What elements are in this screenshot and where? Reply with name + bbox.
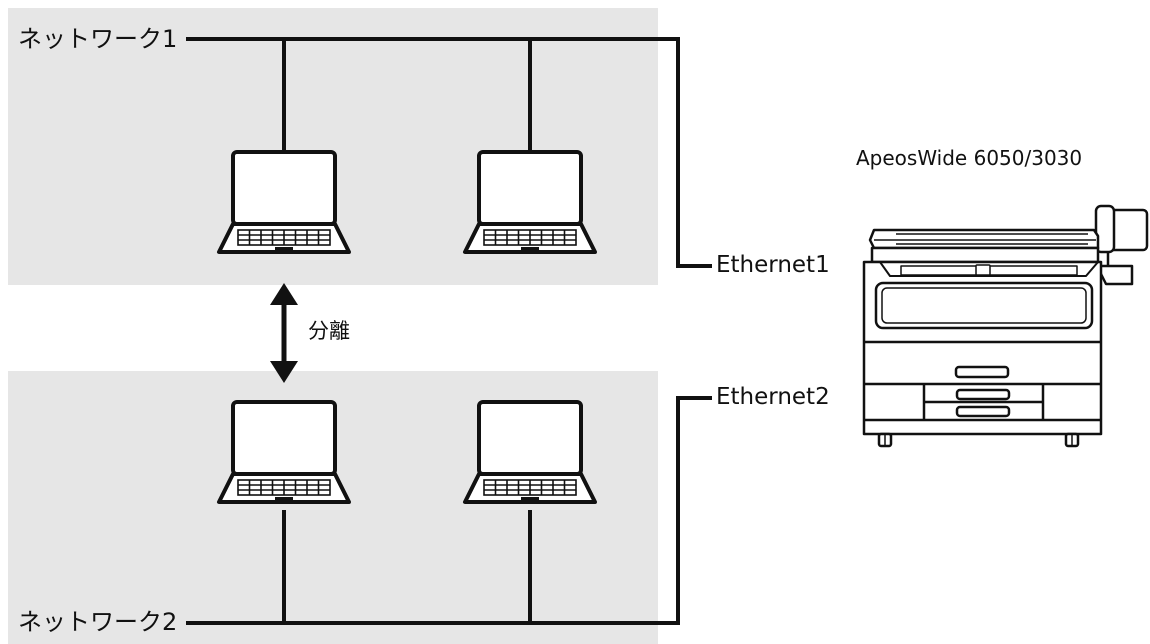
laptop-icon xyxy=(217,150,351,254)
ethernet2-label: Ethernet2 xyxy=(714,384,832,410)
separation-arrow-icon xyxy=(270,283,298,383)
network1-cabling xyxy=(186,37,712,268)
ethernet2-cable xyxy=(676,396,712,623)
network2-cabling xyxy=(186,396,712,625)
laptop-icon xyxy=(217,400,351,504)
laptop-icon xyxy=(463,400,597,504)
laptop-icon xyxy=(463,150,597,254)
ethernet1-cable xyxy=(676,39,712,268)
network2-label: ネットワーク2 xyxy=(18,610,182,634)
printer-icon xyxy=(862,204,1149,448)
separation-label: 分離 xyxy=(308,319,350,343)
device-model-label: ApeosWide 6050/3030 xyxy=(856,146,1083,170)
ethernet1-label: Ethernet1 xyxy=(714,252,832,278)
network1-label: ネットワーク1 xyxy=(18,27,182,51)
